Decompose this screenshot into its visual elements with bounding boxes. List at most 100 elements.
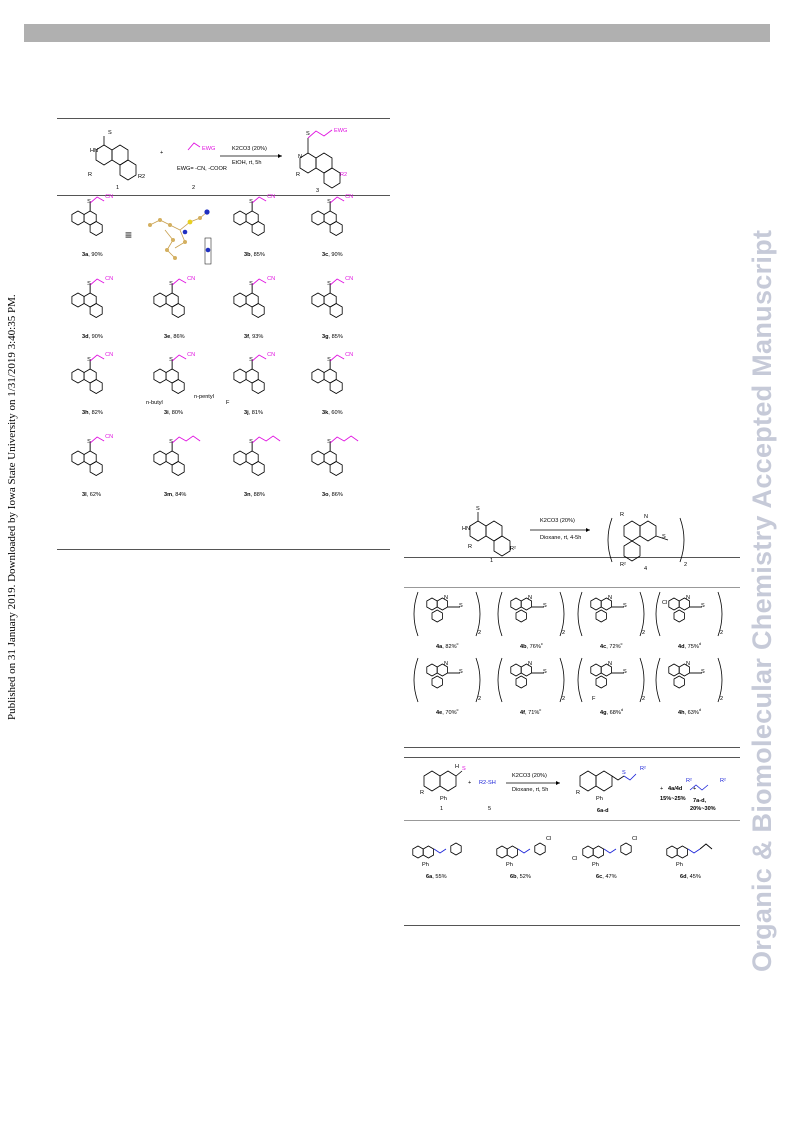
compound-4b-n: N [528, 595, 533, 601]
compound-3o-s: S [327, 439, 331, 445]
compound-3f-s: S [249, 281, 253, 287]
compound-6d-ring-b [676, 845, 688, 859]
product-label: 3 [316, 188, 320, 194]
compound-3c-cn: CN [345, 194, 354, 200]
compound-6a-disulfide [433, 848, 447, 854]
compound-6b-ph: Ph [506, 862, 513, 868]
s2-thione-s: S [476, 506, 480, 512]
compound-3j-ring-c [251, 379, 265, 394]
scheme2-mid-rule [404, 587, 740, 588]
compound-3j-caption: 3j, 81% [244, 410, 263, 416]
scheme3-mid-rule [404, 820, 740, 821]
compound-3b-yield: , 85% [250, 252, 265, 258]
compound-6c-cl: Cl [632, 836, 638, 842]
scheme1-top-rule [57, 118, 390, 119]
crystal-structure-image [148, 209, 212, 265]
compound-4c-sub: 2 [642, 630, 646, 636]
s3-product-s: S [622, 770, 626, 776]
compound-3i-yield: , 80% [168, 410, 183, 416]
plus-sign: + [160, 150, 164, 156]
compound-4g-left-paren [577, 657, 583, 703]
compound-6d-yield: , 45% [686, 874, 701, 880]
compound-3b-cn: CN [267, 194, 276, 200]
compound-3l-ring-c [89, 461, 103, 476]
compound-6a-aryl-ring [450, 842, 462, 856]
compound-4g-caption: 4g, 68%d [600, 707, 623, 716]
compound-4h-yield: , 63% [684, 709, 699, 716]
s3-plus3: + [693, 786, 697, 792]
compound-4a-note: c [456, 641, 459, 646]
compound-4a-sub: 2 [478, 630, 482, 636]
compound-6b-aryl-ring [534, 842, 546, 856]
s2-product-n: N [644, 514, 649, 520]
r-label: R [88, 172, 93, 178]
compound-3c-id: 3c [322, 252, 329, 258]
compound-4e-id: 4e [436, 709, 443, 716]
compound-4a-yield: , 82% [442, 643, 457, 650]
compound-3e-s: S [169, 281, 173, 287]
compound-4f-sub: 2 [562, 696, 566, 702]
compound-4h-note: d [698, 707, 702, 712]
compound-4f-id: 4f [520, 709, 525, 716]
equiv-sign: ≡ [125, 228, 133, 242]
compound-4f-ring-c [515, 675, 527, 689]
s3-disulfide-r2b: R² [720, 778, 726, 784]
compound-4b-right-paren [559, 591, 565, 637]
compound-3j-sub1: F [226, 400, 230, 406]
compound-3e-chain [171, 278, 187, 286]
compound-4b-caption: 4b, 76%c [520, 641, 543, 650]
compound-3a-s: S [87, 199, 91, 205]
compound-3n-ester-chain [251, 435, 281, 444]
compound-6b-cl: Cl [546, 836, 552, 842]
compound-3c-chain [329, 196, 345, 204]
compound-4d-cl: Cl [662, 600, 668, 606]
compound-4c-caption: 4c, 72%c [600, 641, 623, 650]
compound-3b-ring-c [251, 221, 265, 236]
compound-4f-note: c [539, 707, 542, 712]
compound-3j-cn: CN [267, 352, 276, 358]
compound-4e-ring-b [436, 663, 449, 677]
compound-3f-yield: , 93% [248, 334, 264, 340]
compound-6c-ring-b [592, 845, 604, 859]
compound-3l-yield: , 62% [86, 492, 101, 498]
compound-3c-s: S [327, 199, 331, 205]
compound-4a-right-paren [475, 591, 481, 637]
compound-6b-disulfide [517, 848, 531, 854]
compound-3o-yield: , 86% [328, 492, 343, 498]
s3-side-yield1: 15%~25% [660, 796, 686, 802]
compound-4d-id: 4d [678, 643, 685, 650]
compound-6c-aryl-ring [620, 842, 632, 856]
compound-3g-ring-c [329, 303, 343, 318]
s3-reactant1-label: 1 [440, 806, 444, 812]
s3-reagent: K2CO3 (20%) [512, 773, 547, 779]
s2-product-r2: R² [620, 562, 626, 568]
s3-side-product2: 7a-d, [693, 798, 707, 804]
compound-6a-ring-a [412, 845, 424, 859]
compound-3m-yield: , 84% [172, 492, 187, 498]
s2-product-s: S [662, 534, 666, 540]
compound-4d-caption: 4d, 75%d [678, 641, 701, 650]
compound-4a-ring-b [436, 597, 449, 611]
s2-r2: R² [510, 546, 516, 552]
compound-4g-right-paren [639, 657, 645, 703]
compound-3e-id: 3e [164, 334, 171, 340]
compound-3o-id: 3o [322, 492, 329, 498]
compound-4c-ring-c [595, 609, 607, 623]
compound-4h-n: N [686, 661, 691, 667]
compound-4b-s: S [543, 603, 547, 609]
compound-6d-caption: 6d, 45% [680, 874, 701, 880]
compound-3o-ester-chain [329, 435, 359, 444]
compound-3k-yield: , 60% [328, 410, 343, 416]
compound-6a-id: 6a [426, 874, 433, 880]
s3-product-r2: R² [640, 766, 646, 772]
compound-3b-s: S [249, 199, 253, 205]
s2-condition: Dioxane, rt, 4-5h [540, 535, 582, 541]
compound-4b-note: c [540, 641, 543, 646]
compound-3a-caption: 3a, 90% [82, 252, 103, 258]
compound-3f-caption: 3f, 93% [244, 334, 263, 340]
compound-3i-s: S [169, 357, 173, 363]
